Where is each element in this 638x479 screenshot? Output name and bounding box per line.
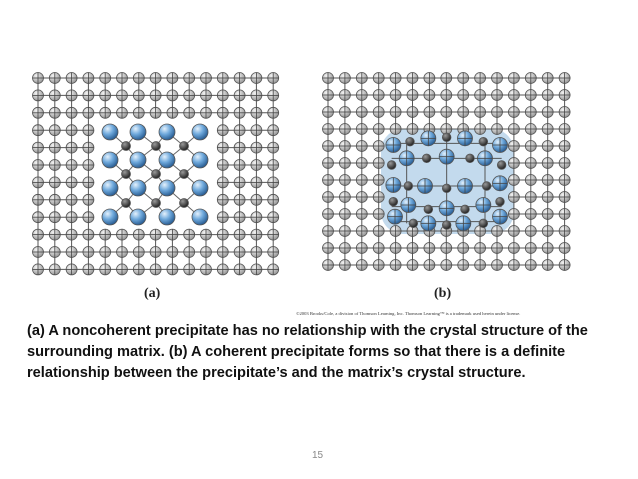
small-atom [121, 169, 131, 179]
caption-line: relationship between the precipitate’s a… [27, 365, 526, 381]
precipitate-atom [129, 151, 147, 169]
small-atom [403, 181, 414, 191]
small-atom [408, 218, 419, 229]
precipitate-atom [129, 208, 147, 226]
small-atom [121, 198, 131, 208]
caption-line: (a) A noncoherent precipitate has no rel… [27, 323, 588, 339]
page-number: 15 [312, 450, 324, 461]
precipitate-atom [191, 208, 209, 226]
small-atom [151, 169, 161, 179]
precipitate-atom [158, 151, 176, 169]
precipitate-atom [191, 151, 209, 169]
small-atom [460, 204, 470, 215]
small-atom [423, 204, 434, 215]
small-atom [478, 218, 489, 229]
panel-a-label: (a) [144, 286, 161, 301]
small-atom [421, 153, 432, 164]
noncoherent-precipitate-panel [32, 72, 280, 276]
slide-caption: (a) A noncoherent precipitate has no rel… [27, 321, 627, 384]
precipitate-diagram [32, 72, 571, 276]
precipitate-atom [101, 151, 119, 169]
small-atom [121, 141, 131, 151]
small-atom [495, 196, 505, 207]
caption-line: surrounding matrix. (b) A coherent preci… [27, 344, 566, 360]
small-atom [179, 198, 189, 208]
precipitate-atom [101, 179, 119, 197]
small-atom [465, 153, 475, 164]
coherent-precipitate-panel [322, 72, 571, 271]
small-atom [478, 136, 489, 147]
precipitate-atom [191, 179, 209, 197]
small-atom [496, 160, 507, 170]
precipitate-atom [129, 179, 147, 197]
precipitate-atom [158, 208, 176, 226]
small-atom [441, 183, 452, 194]
small-atom [151, 198, 161, 208]
small-atom [441, 220, 452, 230]
copyright-notice: ©2003 Brooks/Cole, a division of Thomson… [296, 311, 521, 316]
small-atom [481, 181, 492, 191]
precipitate-atom [101, 208, 119, 226]
small-atom [386, 160, 397, 170]
precipitate-atom [191, 123, 209, 141]
precipitate-atom [101, 123, 119, 141]
panel-b-label: (b) [434, 286, 452, 301]
precipitate-atom [158, 123, 176, 141]
small-atom [179, 169, 189, 179]
small-atom [441, 132, 452, 143]
precipitate-atom [158, 179, 176, 197]
small-atom [179, 141, 189, 151]
precipitate-atom [129, 123, 147, 141]
small-atom [388, 196, 399, 207]
small-atom [151, 141, 161, 151]
small-atom [405, 136, 415, 147]
